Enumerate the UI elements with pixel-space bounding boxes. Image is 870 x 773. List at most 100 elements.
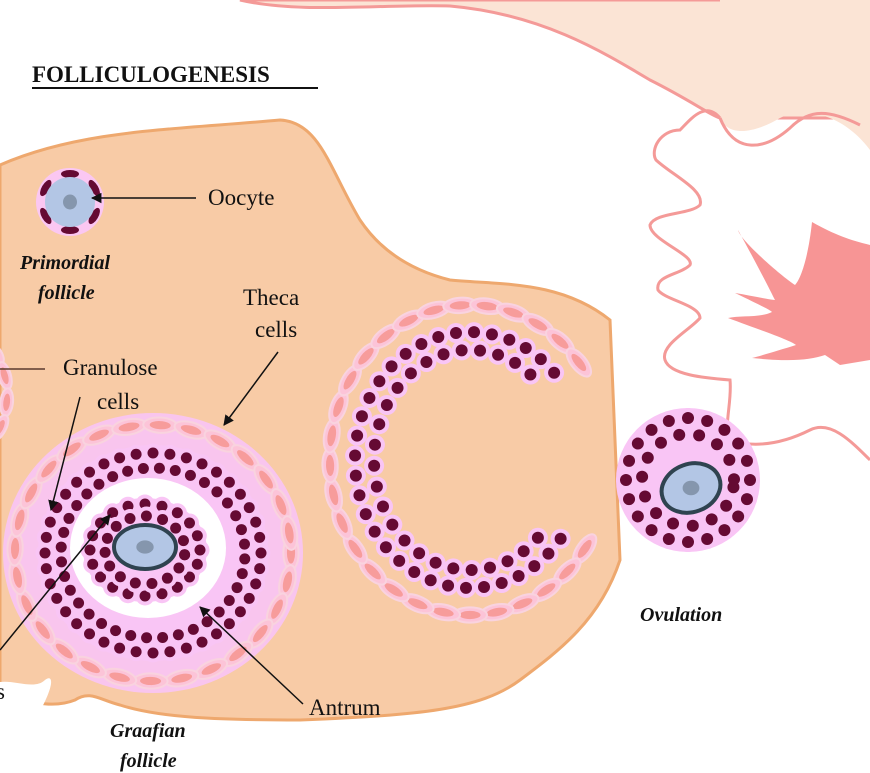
granulosa-cell — [223, 476, 235, 488]
theca-cell-nucleus — [25, 483, 38, 503]
granulosa-cell — [398, 534, 411, 547]
theca-cell-nucleus — [476, 301, 498, 311]
theca-cell-nucleus — [284, 522, 294, 544]
label-oocyte: Oocyte — [208, 185, 274, 210]
theca-cell-nucleus — [201, 663, 222, 675]
granulosa-cell — [682, 412, 694, 424]
granulosa-cell — [141, 632, 153, 644]
ovulated-oocyte — [616, 408, 760, 552]
granulosa-cell — [701, 415, 714, 428]
granulosa-cell — [718, 524, 731, 537]
granulosa-cell — [478, 581, 491, 594]
granulosa-cell — [408, 565, 421, 578]
granulosa-cell — [171, 581, 183, 593]
granulosa-cell — [84, 628, 96, 640]
granulosa-cell — [44, 578, 56, 590]
theca-cell-nucleus — [63, 442, 81, 457]
granulosa-cell — [71, 476, 83, 488]
theca-cell-nucleus — [571, 353, 587, 372]
granulosa-cell — [55, 541, 67, 553]
theca-cell-nucleus — [229, 646, 247, 662]
granulosa-cell — [96, 617, 108, 629]
granulosa-cell — [231, 582, 243, 594]
theca-cell-nucleus — [449, 301, 471, 310]
theca-cell-nucleus — [259, 470, 273, 489]
granulosa-cell — [196, 636, 208, 648]
granulosa-cell — [221, 497, 233, 509]
granulosa-cell — [196, 458, 208, 470]
granulosa-cell — [483, 561, 496, 574]
granulosa-cell — [404, 367, 417, 380]
granulosa-cell — [60, 488, 72, 500]
theca-cell-nucleus — [432, 607, 454, 617]
granulosa-cell — [512, 570, 525, 583]
granulosa-cell — [465, 563, 478, 576]
label-antrum: Antrum — [309, 695, 381, 720]
granulosa-cell — [373, 375, 386, 388]
theca-cell-nucleus — [55, 643, 73, 659]
granulosa-cell — [524, 368, 537, 381]
granulosa-cell — [95, 571, 107, 583]
label-graafian-2: follicle — [120, 750, 177, 772]
theca-cell-nucleus — [559, 563, 576, 580]
granulosa-cell — [122, 500, 134, 512]
granulosa-cell — [662, 415, 675, 428]
granulosa-cell — [164, 646, 176, 658]
granulosa-cell — [373, 418, 386, 431]
granulosa-cell — [718, 423, 731, 436]
granulosa-cell — [650, 507, 663, 520]
granulosa-cell — [238, 538, 250, 550]
theca-cell-nucleus — [364, 563, 381, 580]
granulosa-cell — [639, 490, 652, 503]
granulosa-cell — [99, 546, 111, 558]
granulosa-cell — [424, 574, 437, 587]
granulosa-cell — [184, 469, 196, 481]
granulosa-cell — [740, 454, 753, 467]
granulosa-cell — [198, 477, 210, 489]
granulosa-cell — [40, 563, 52, 575]
granulosa-cell — [503, 333, 516, 346]
granulosa-cell — [230, 510, 242, 522]
granulosa-cell — [191, 530, 203, 542]
theca-cell-nucleus — [140, 676, 162, 686]
granulosa-cell — [64, 584, 76, 596]
granulosa-cell — [87, 558, 99, 570]
theca-cell-nucleus — [328, 484, 339, 506]
granulosa-cell — [645, 423, 658, 436]
granulosa-cell — [359, 508, 372, 521]
flat-granulosa-cell — [88, 179, 100, 197]
granulosa-cell — [368, 459, 381, 472]
granulosa-cell — [114, 571, 126, 583]
oocyte-nucleus — [63, 194, 77, 210]
granulosa-cell — [363, 391, 376, 404]
granulosa-cell — [631, 510, 644, 523]
granulosa-cell — [84, 544, 96, 556]
granulosa-cell — [531, 531, 544, 544]
granulosa-cell — [177, 535, 189, 547]
granulosa-cell — [376, 500, 389, 513]
granulosa-cell — [201, 616, 213, 628]
theca-cell-nucleus — [343, 370, 357, 390]
theca-cell-nucleus — [180, 425, 202, 435]
granulosa-cell — [495, 577, 508, 590]
granulosa-cell — [73, 597, 85, 609]
granulosa-cell — [114, 452, 126, 464]
theca-cell-nucleus — [80, 661, 100, 674]
granulosa-cell — [179, 549, 191, 561]
theca-cell-nucleus — [407, 598, 428, 610]
granulosa-cell — [517, 545, 530, 558]
theca-cell-nucleus — [358, 347, 374, 365]
granulosa-cell — [139, 590, 151, 602]
flat-granulosa-cell — [61, 226, 79, 234]
theca-cell-nucleus — [237, 450, 254, 466]
theca-cell-nucleus — [14, 509, 25, 531]
granulosa-cell — [391, 381, 404, 394]
theca-cell-nucleus — [577, 539, 592, 558]
theca-cell-nucleus — [41, 460, 57, 478]
theca-cell-nucleus — [210, 434, 230, 448]
granulosa-cell — [170, 522, 182, 534]
granulosa-cell — [437, 348, 450, 361]
granulosa-cell — [180, 452, 192, 464]
granulosa-cell — [107, 471, 119, 483]
granulosa-cell — [250, 516, 262, 528]
